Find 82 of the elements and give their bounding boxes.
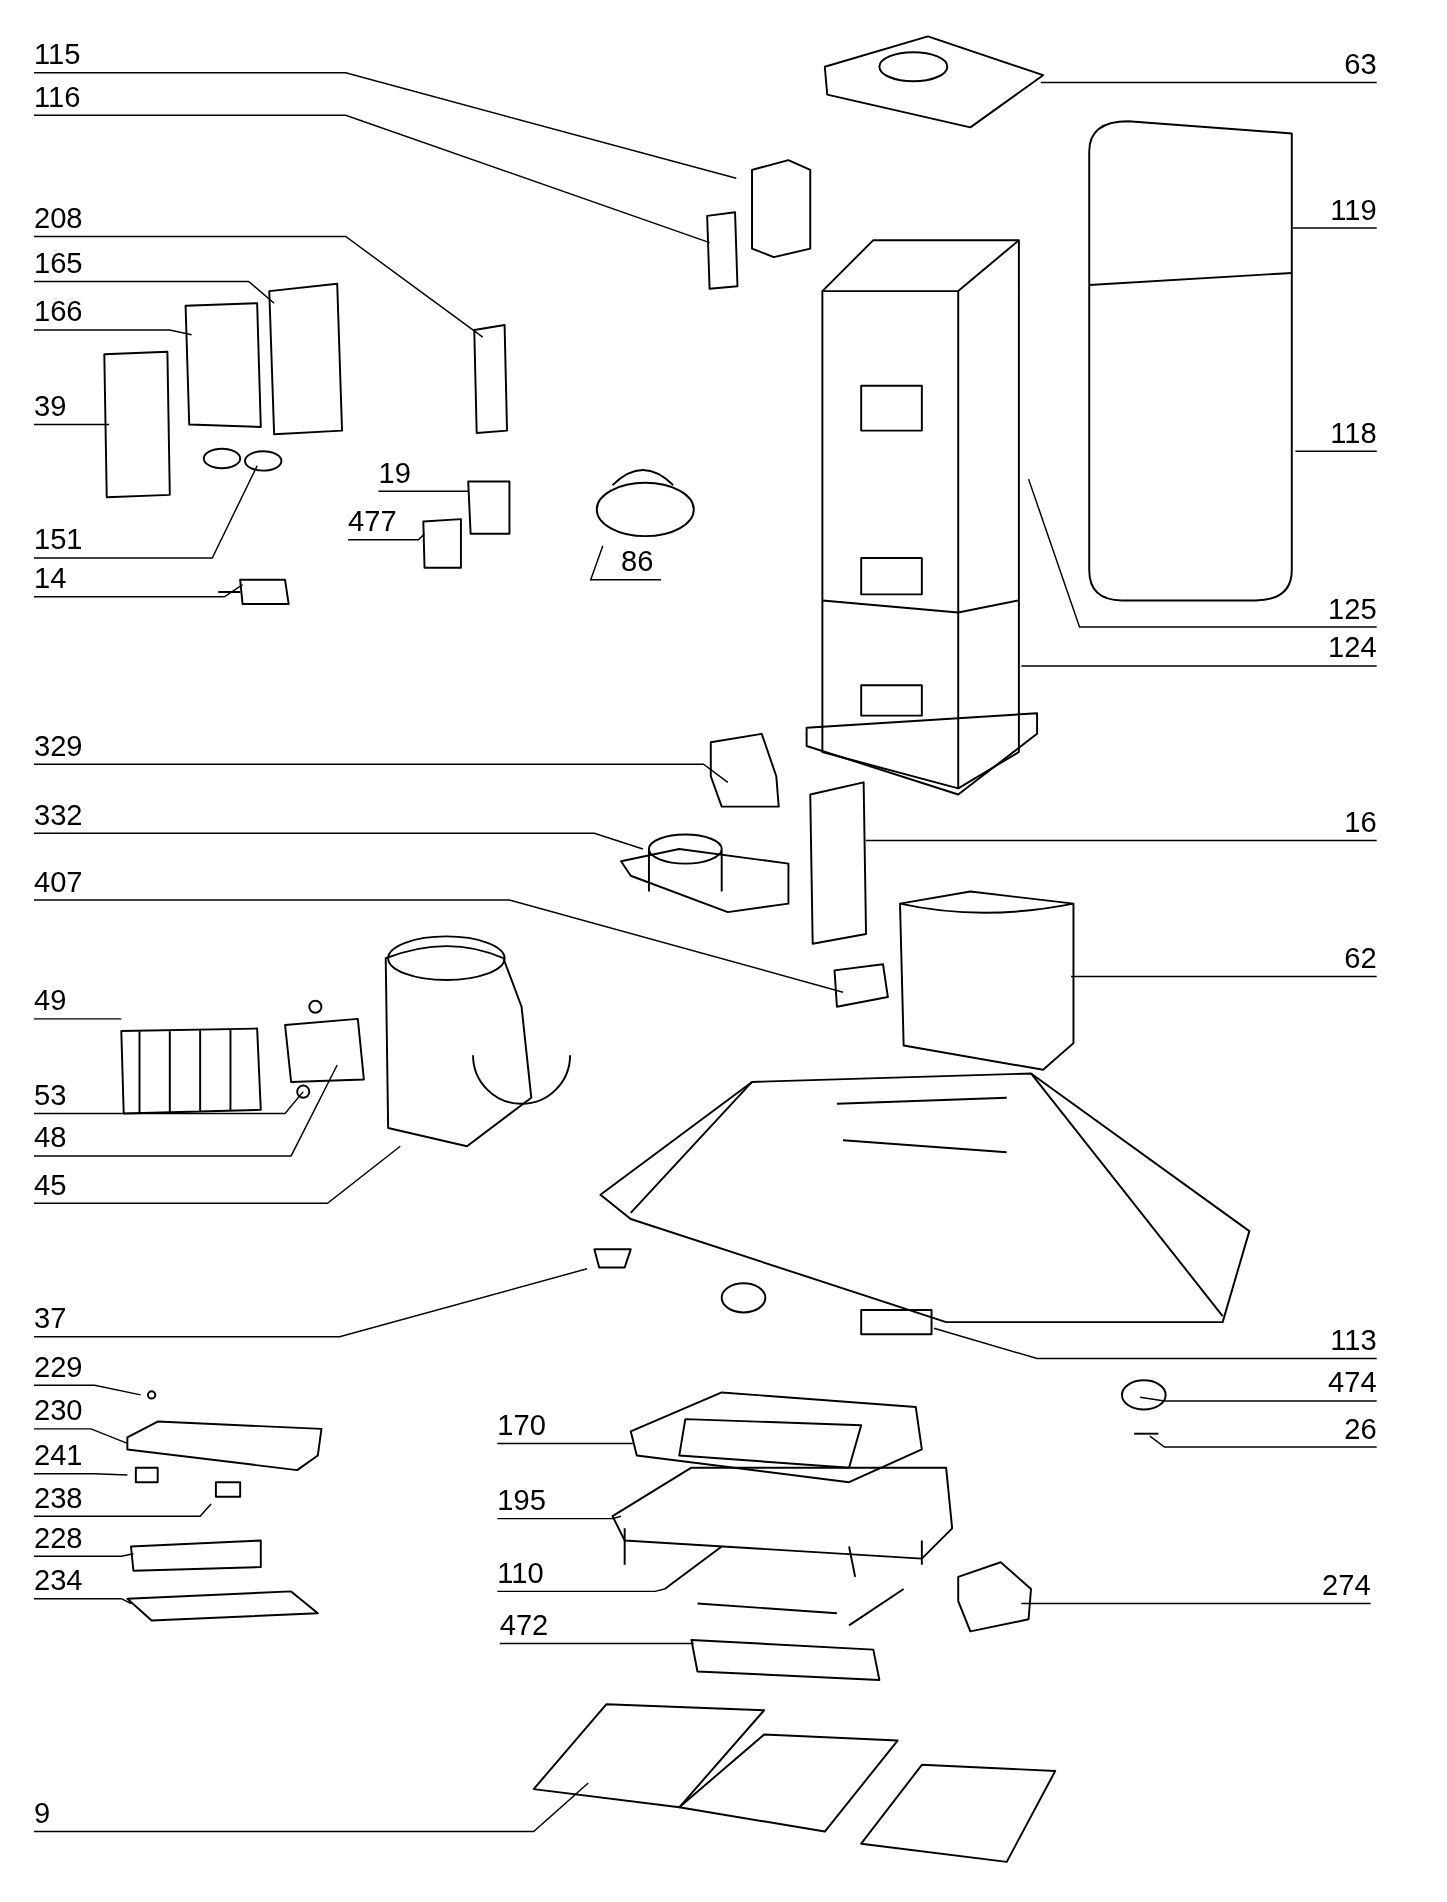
callout-number: 116 [33,81,81,113]
leader-line [933,1327,1378,1360]
leader-line [1139,1396,1378,1402]
leader-line [1020,1602,1372,1605]
leader-line [33,329,193,336]
leader-line [33,1064,338,1157]
leader-line [33,114,711,244]
leader-line [1149,1435,1378,1448]
callout-number: 48 [33,1122,67,1154]
callout-number: 228 [33,1522,83,1554]
leader-line [33,465,258,559]
callout-number: 19 [378,457,411,489]
callout-number: 472 [499,1609,549,1642]
leader-line [347,532,426,541]
callout-number: 49 [33,984,67,1017]
leader-line [33,1597,132,1605]
leader-line [1027,478,1378,628]
callout-number: 477 [348,505,397,538]
callout-number: 118 [1330,417,1377,449]
callout-number: 234 [33,1564,83,1597]
leader-line [1294,450,1378,452]
callout-number: 45 [33,1169,67,1201]
leader-line [33,1553,135,1557]
leader-line [1070,975,1378,978]
callout-number: 274 [1322,1569,1371,1602]
callout-number: 62 [1344,942,1377,974]
callout-number: 329 [33,730,83,762]
leader-line [589,545,662,581]
leader-line [499,1642,695,1645]
leader-line [33,423,110,426]
callout-number: 53 [33,1079,67,1112]
leader-line [865,839,1378,842]
callout-number: 37 [33,1302,67,1335]
leader-line [496,1515,622,1520]
callout-number: 119 [1330,194,1377,226]
callout-number: 230 [33,1394,83,1427]
leader-line [496,1588,666,1593]
leader-line [33,1503,212,1517]
leader-line [33,899,844,993]
leader-line [33,1384,142,1396]
leader-line [33,72,737,180]
callout-number: 170 [497,1409,546,1441]
callout-number: 125 [1328,593,1377,625]
leader-line [33,1782,589,1833]
callout-number: 165 [33,247,83,279]
leader-line [1020,665,1378,667]
callout-number: 124 [1328,631,1377,664]
leader-line [33,1145,401,1204]
callout-number: 151 [33,524,83,556]
callout-number: 86 [621,545,654,578]
callout-number: 474 [1328,1367,1377,1399]
leader-line [33,235,484,338]
leader-line [33,583,244,598]
leader-line [1292,227,1378,229]
callout-number: 16 [1344,806,1377,839]
leader-line [33,1090,304,1115]
leader-line [496,1442,634,1445]
callout-number: 208 [33,202,83,235]
callout-number: 166 [33,295,83,328]
callout-number: 229 [33,1351,83,1383]
leader-line [33,1018,123,1020]
callout-number: 241 [33,1439,83,1472]
callout-number: 14 [33,562,67,595]
callout-number: 407 [33,866,83,898]
callout-number: 26 [1344,1413,1377,1445]
callout-number: 332 [33,799,83,831]
leader-line [33,280,275,304]
leader-line [33,1268,588,1338]
leader-line [33,1428,129,1445]
callout-number: 9 [33,1797,51,1830]
leader-line [33,1473,129,1476]
callout-number: 115 [33,38,81,71]
leader-line [1040,81,1378,84]
leader-line [377,490,469,492]
leader-line [33,763,729,784]
callout-number: 39 [33,390,67,423]
leader-line [33,832,644,850]
callout-number: 238 [33,1482,83,1514]
callout-number: 63 [1344,48,1377,81]
callout-number: 195 [497,1484,546,1517]
callout-number: 113 [1330,1324,1377,1357]
callout-number: 110 [497,1557,544,1589]
